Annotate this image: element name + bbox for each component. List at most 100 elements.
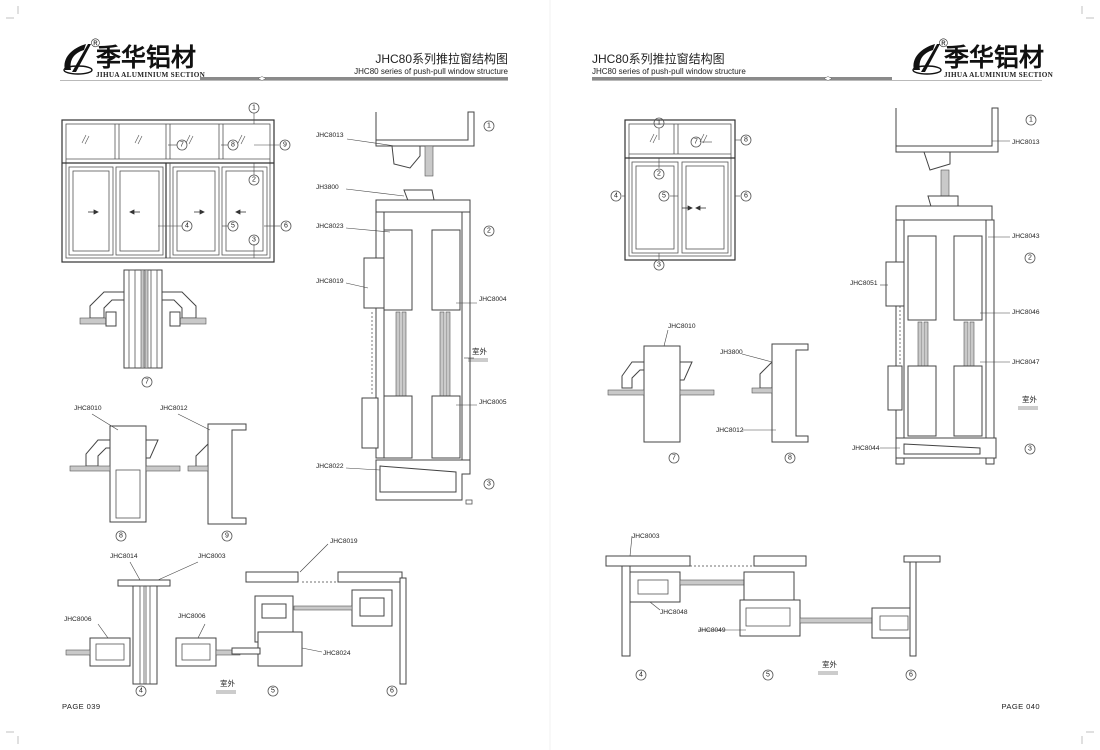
page1-window-elevation xyxy=(61,113,280,263)
code-label: JHC8006 xyxy=(178,613,206,620)
caption-2: 2 xyxy=(487,228,491,235)
header-rule xyxy=(200,77,508,80)
code-label: JHC8047 xyxy=(1012,359,1040,366)
caption-5: 5 xyxy=(271,688,275,695)
page-title-en: JHC80 series of push-pull window structu… xyxy=(354,67,508,76)
callout-5: 5 xyxy=(662,193,666,200)
caption-7: 7 xyxy=(672,455,676,462)
page2-vertical-section xyxy=(880,107,1010,465)
callout-8: 8 xyxy=(744,137,748,144)
callout-6: 6 xyxy=(284,223,288,230)
brand-name-en: JIHUA ALUMINIUM SECTION xyxy=(96,71,206,79)
caption-6: 6 xyxy=(909,672,913,679)
outdoor-label: 室外 xyxy=(1022,394,1038,404)
caption-3: 3 xyxy=(1028,446,1032,453)
code-label: JHC8049 xyxy=(698,627,726,634)
page1-section-9 xyxy=(177,413,247,525)
callout-8: 8 xyxy=(231,142,235,149)
page-title-en: JHC80 series of push-pull window structu… xyxy=(592,67,746,76)
callout-4: 4 xyxy=(185,223,189,230)
callout-5: 5 xyxy=(231,223,235,230)
callout-7: 7 xyxy=(694,139,698,146)
page2-header: JHC80系列推拉窗结构图 JHC80 series of push-pull … xyxy=(592,36,1054,81)
outdoor-label: 室外 xyxy=(220,678,235,688)
caption-7: 7 xyxy=(145,379,149,386)
code-label: JHC8022 xyxy=(316,463,344,470)
outdoor-labels-page2: 室外 室外 xyxy=(818,394,1038,675)
callouts-page1-elevation: 1 2 3 4 5 6 7 8 9 xyxy=(176,102,292,246)
page2-horizontal-section xyxy=(605,535,941,657)
callout-2: 2 xyxy=(252,177,256,184)
page-number-right: PAGE 040 xyxy=(1001,702,1040,711)
callout-7: 7 xyxy=(180,142,184,149)
code-label: JHC8010 xyxy=(74,405,102,412)
code-label: JHC8013 xyxy=(316,132,344,139)
caption-4: 4 xyxy=(139,688,143,695)
code-label: JH3800 xyxy=(720,349,743,356)
code-label: JHC8010 xyxy=(668,323,696,330)
caption-4: 4 xyxy=(639,672,643,679)
page1-section-5-6 xyxy=(231,543,407,685)
code-label: JHC8044 xyxy=(852,445,880,452)
brand-logo-icon xyxy=(63,44,93,75)
caption-1: 1 xyxy=(487,123,491,130)
brand-logo-icon xyxy=(912,44,942,75)
page1-section-8 xyxy=(69,413,181,523)
page1-header: 季华铝材 ® JIHUA ALUMINIUM SECTION JHC80系列推拉… xyxy=(60,36,509,81)
page-title-cn: JHC80系列推拉窗结构图 xyxy=(592,51,725,66)
brand-name-en: JIHUA ALUMINIUM SECTION xyxy=(944,71,1054,79)
code-label: JHC8013 xyxy=(1012,139,1040,146)
code-label: JHC8023 xyxy=(316,223,344,230)
brand-name-cn: 季华铝材 xyxy=(944,43,1044,72)
code-label: JHC8003 xyxy=(632,533,660,540)
callout-2: 2 xyxy=(657,171,661,178)
page-title-cn: JHC80系列推拉窗结构图 xyxy=(375,51,508,66)
page2-section-8 xyxy=(741,343,809,443)
code-label: JHC8019 xyxy=(316,278,344,285)
code-label: JHC8046 xyxy=(1012,309,1040,316)
page2-window-elevation xyxy=(622,119,741,261)
caption-5: 5 xyxy=(766,672,770,679)
callout-6: 6 xyxy=(744,193,748,200)
page-number-left: PAGE 039 xyxy=(62,702,101,711)
code-label: JHC8004 xyxy=(479,296,507,303)
caption-6: 6 xyxy=(390,688,394,695)
code-label: JHC8005 xyxy=(479,399,507,406)
callout-3: 3 xyxy=(657,262,661,269)
page1-vertical-section xyxy=(345,111,477,505)
code-label: JHC8003 xyxy=(198,553,226,560)
caption-2: 2 xyxy=(1028,255,1032,262)
code-label: JHC8014 xyxy=(110,553,138,560)
code-label: JHC8048 xyxy=(660,609,688,616)
caption-3: 3 xyxy=(487,481,491,488)
code-label: JHC8043 xyxy=(1012,233,1040,240)
outdoor-labels-page1: 室外 室外 xyxy=(216,346,488,694)
outdoor-label: 室外 xyxy=(472,346,487,356)
page1-section-4 xyxy=(65,561,241,685)
caption-8: 8 xyxy=(119,533,123,540)
caption-9: 9 xyxy=(225,533,229,540)
code-label: JHC8019 xyxy=(330,538,358,545)
callout-3: 3 xyxy=(252,237,256,244)
callouts-page2-elevation: 1 2 3 4 5 6 7 8 xyxy=(610,117,752,271)
code-label: JHC8006 xyxy=(64,616,92,623)
caption-8: 8 xyxy=(788,455,792,462)
code-label: JHC8024 xyxy=(323,650,351,657)
code-label: JH3800 xyxy=(316,184,339,191)
callout-1: 1 xyxy=(657,120,661,127)
captions-page2: 7 8 1 2 3 4 5 6 xyxy=(635,114,1037,681)
callout-4: 4 xyxy=(614,193,618,200)
page2-section-7 xyxy=(607,329,715,443)
code-label: JHC8012 xyxy=(716,427,744,434)
callout-1: 1 xyxy=(252,105,256,112)
registered-mark: ® xyxy=(91,36,100,50)
callout-9: 9 xyxy=(283,142,287,149)
captions-page1: 7 8 9 1 2 3 4 5 6 xyxy=(115,120,495,697)
brand-name-cn: 季华铝材 xyxy=(96,43,196,72)
caption-1: 1 xyxy=(1029,117,1033,124)
page1-section-7 xyxy=(79,269,207,369)
outdoor-label: 室外 xyxy=(822,659,837,669)
header-rule xyxy=(592,77,892,80)
